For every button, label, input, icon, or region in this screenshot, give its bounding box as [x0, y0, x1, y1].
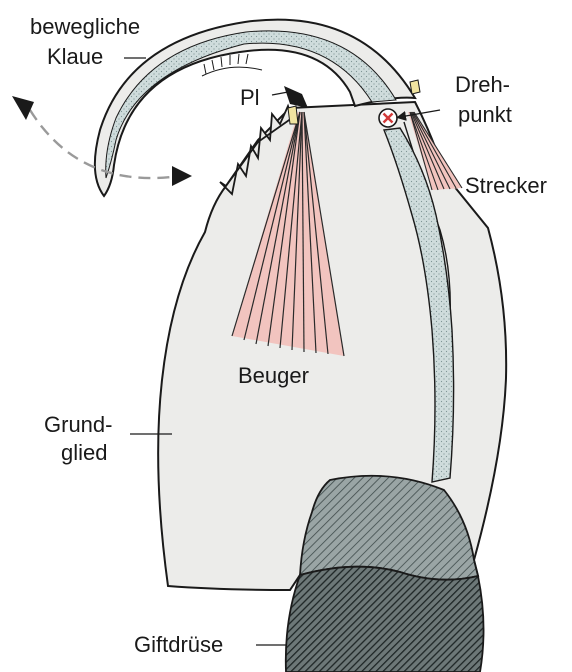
- articulation-plate-yellow: [288, 106, 298, 124]
- label-claw-line2: Klaue: [47, 44, 103, 69]
- label-pl: Pl: [240, 85, 260, 110]
- leader-pl: [272, 92, 288, 95]
- label-pivot-line2: punkt: [458, 102, 512, 127]
- circled-x-icon: [379, 109, 397, 127]
- articulation-plate-yellow-right: [410, 80, 420, 94]
- label-claw-line1: bewegliche: [30, 14, 140, 39]
- label-base-line1: Grund-: [44, 412, 112, 437]
- label-flexor: Beuger: [238, 363, 309, 388]
- label-venom-gland: Giftdrüse: [134, 632, 223, 657]
- venom-gland: [286, 567, 484, 672]
- label-extensor: Strecker: [465, 173, 547, 198]
- label-base-line2: glied: [61, 440, 107, 465]
- label-pivot-line1: Dreh-: [455, 72, 510, 97]
